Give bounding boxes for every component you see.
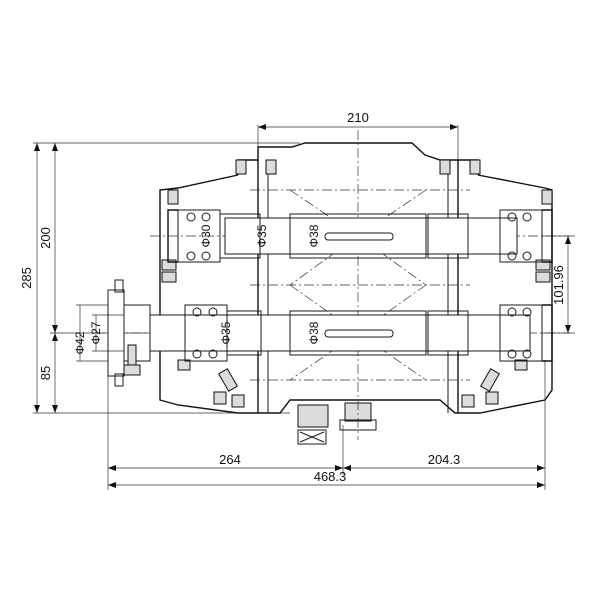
dia-lower-shaft: Φ38 — [307, 321, 321, 344]
lower-shaft — [149, 304, 553, 362]
dia-lower-journal: Φ35 — [219, 321, 233, 344]
dim-right-length: 204.3 — [428, 452, 461, 467]
dia-upper-bearing: Φ30 — [199, 224, 213, 247]
centerlines — [95, 130, 570, 440]
dim-total-length: 468.3 — [314, 469, 347, 484]
dim-upper-height: 200 — [38, 227, 53, 249]
dim-overall-height: 285 — [19, 267, 34, 289]
dimension-labels: 210 285 200 85 101.96 264 204.3 468.3 Φ3… — [19, 110, 566, 484]
dim-left-length: 264 — [219, 452, 241, 467]
dim-lower-height: 85 — [38, 366, 53, 380]
dimension-lines — [33, 124, 575, 490]
dia-upper-shaft: Φ38 — [307, 224, 321, 247]
dia-upper-journal: Φ35 — [255, 224, 269, 247]
input-flange — [76, 279, 151, 387]
housing — [159, 142, 553, 445]
dim-shaft-spacing: 101.96 — [551, 265, 566, 305]
dia-input-flange: Φ42 — [73, 331, 87, 354]
dim-top-width: 210 — [347, 110, 369, 125]
upper-shaft — [167, 209, 553, 263]
dia-input-hub: Φ27 — [89, 321, 103, 344]
